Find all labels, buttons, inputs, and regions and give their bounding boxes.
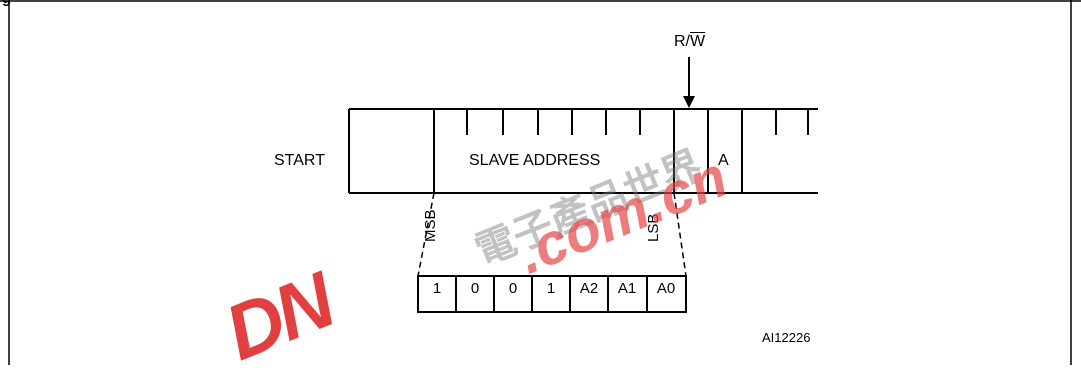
figure-reference-code: AI12226 [762, 330, 811, 345]
lsb-expansion-line [673, 192, 687, 277]
msb-expansion-line [417, 192, 435, 277]
address-bit: 1 [432, 280, 442, 297]
slave-address-label: SLAVE ADDRESS [469, 152, 601, 169]
msb-label: MSB [422, 209, 439, 242]
address-bit: A1 [617, 280, 637, 297]
address-bit: A0 [656, 280, 676, 297]
address-bit: 0 [508, 280, 518, 297]
ack-label: A [718, 152, 729, 169]
start-label: START [274, 152, 325, 169]
lsb-label: LSB [645, 213, 662, 242]
rw-label-overline: W [690, 33, 706, 50]
address-bit: A2 [579, 280, 599, 297]
rw-label-prefix: R/ [674, 33, 690, 50]
rw-label: R/W [674, 34, 705, 50]
figure-tag: g [2, 0, 11, 6]
bit-cell-row [417, 275, 687, 313]
address-bit-cells [417, 275, 687, 313]
diagram-lines [0, 0, 1081, 365]
address-bit: 0 [470, 280, 480, 297]
address-bit-ticks [466, 109, 809, 135]
address-bit: 1 [546, 280, 556, 297]
rw-arrow-head [683, 96, 695, 108]
